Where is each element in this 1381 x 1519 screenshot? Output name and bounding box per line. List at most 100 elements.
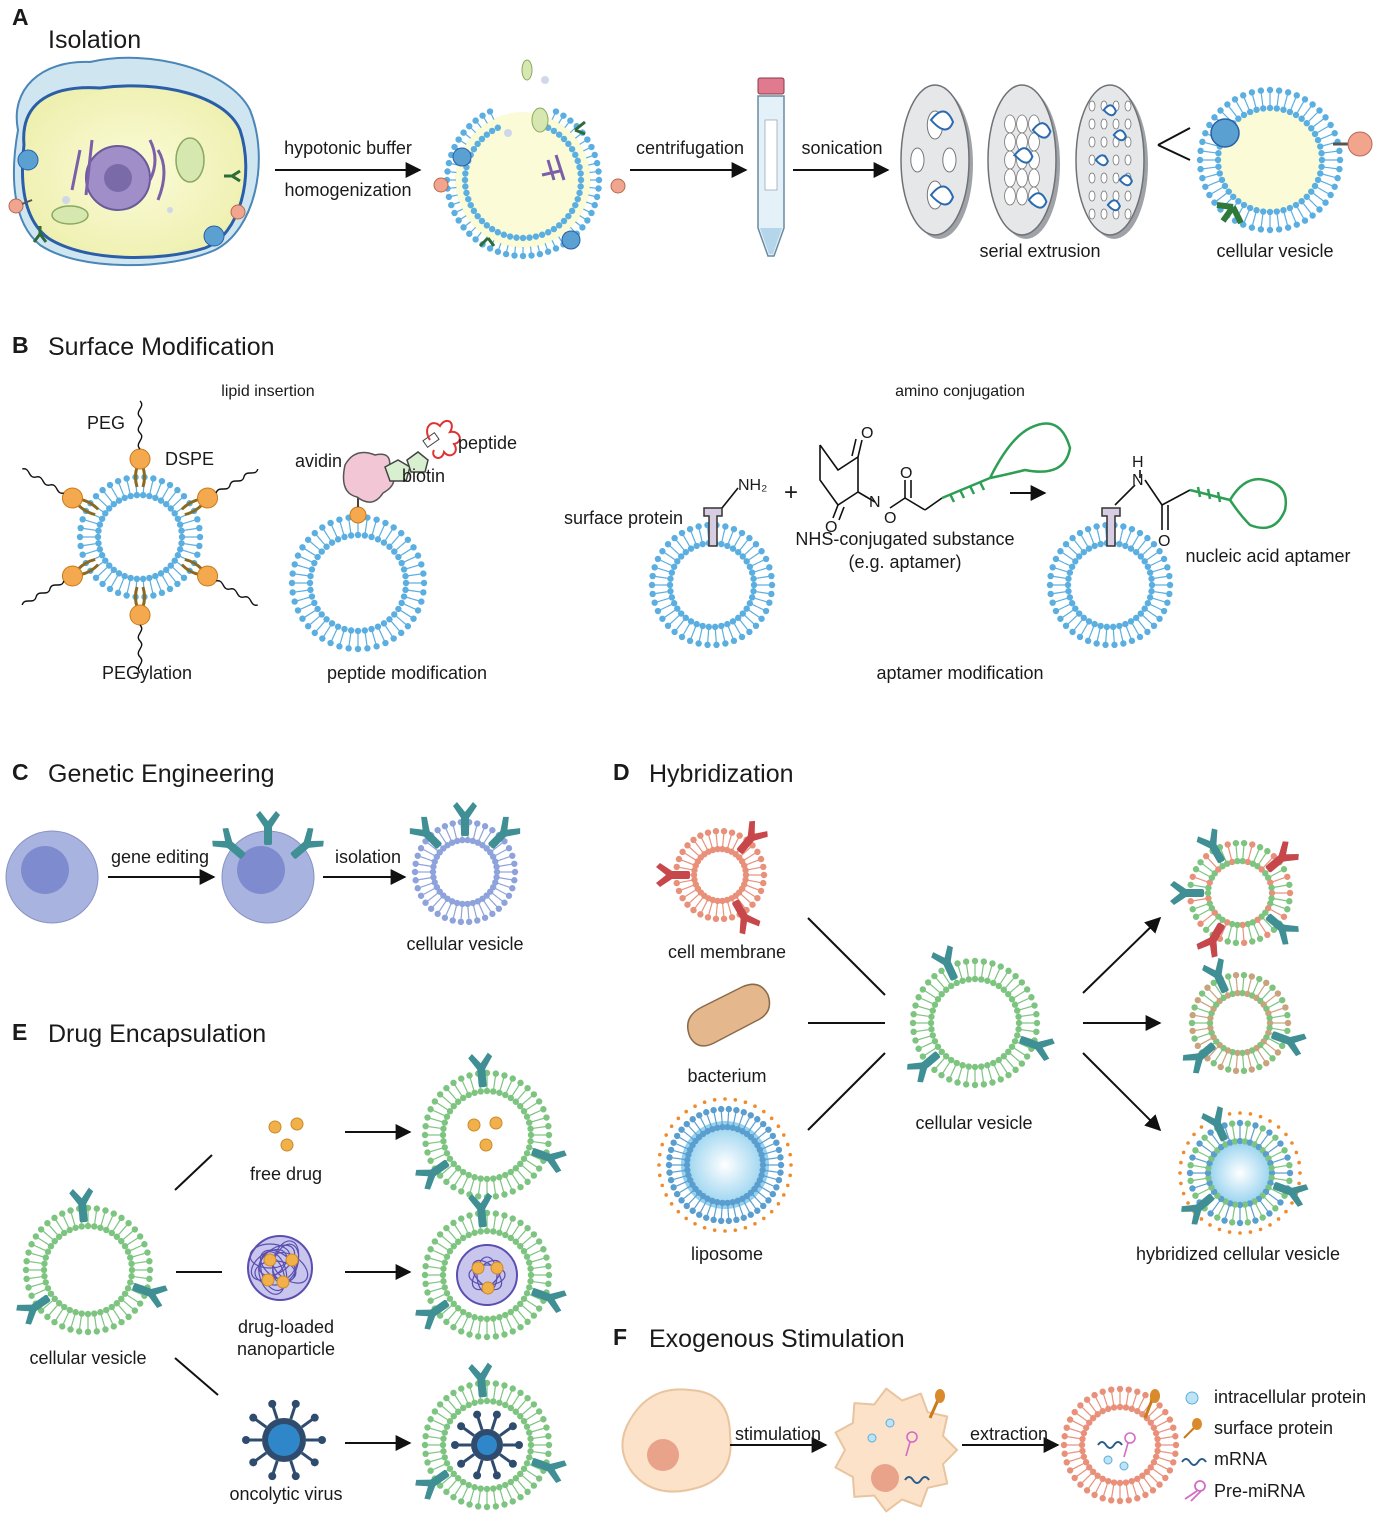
vesicle-virus [415, 1362, 567, 1511]
label-pegylation: PEGylation [102, 663, 192, 683]
lipid-bilayer [1186, 1119, 1294, 1227]
panel-f-letter: F [613, 1324, 627, 1350]
lipid-bilayer [421, 1069, 553, 1201]
panel-a-letter: A [12, 4, 29, 30]
panel-c-title: Genetic Engineering [48, 760, 275, 788]
label-peptide: peptide [458, 433, 517, 453]
antibody-receptor-icon [468, 1192, 493, 1228]
label-nucleic-acid-aptamer: nucleic acid aptamer [1185, 546, 1350, 566]
label-serial-extrusion: serial extrusion [979, 241, 1100, 261]
peptide-vesicle [288, 495, 428, 653]
label-surface-protein: surface protein [564, 508, 683, 528]
panel-d-title: Hybridization [649, 760, 794, 788]
atom-o-1: O [861, 425, 873, 442]
step-homogenization: homogenization [284, 180, 411, 200]
nhs-ester-structure [819, 438, 943, 521]
panel-c: C Genetic Engineering gene editing isola… [5, 759, 524, 954]
antibody-receptor-icon [1196, 828, 1225, 864]
cellular-vesicle-a [1196, 86, 1373, 234]
lipid-bilayer [421, 1209, 553, 1341]
antibody-receptor-icon [132, 1283, 168, 1308]
label-lipid-insertion: lipid insertion [221, 383, 314, 400]
panel-f: F Exogenous Stimulation stimulation extr… [613, 1324, 1366, 1513]
legend: intracellular protein surface protein mR… [1181, 1387, 1366, 1502]
step-gene-editing: gene editing [111, 847, 209, 867]
panel-a: A Isolation hypotonic buffer homogenizat… [8, 4, 1373, 267]
antibody-receptor-icon [453, 802, 477, 836]
antibody-receptor-icon [468, 1052, 493, 1088]
step-stimulation: stimulation [735, 1424, 821, 1444]
vesicle-nanoparticle [415, 1192, 567, 1341]
antibody-receptor-icon [1273, 1182, 1309, 1207]
antibody-receptor-icon [415, 1160, 450, 1190]
mrna-icon [1181, 1458, 1207, 1466]
antibody-receptor-icon [69, 1187, 94, 1223]
label-avidin: avidin [295, 451, 342, 471]
panel-d-letter: D [613, 759, 630, 785]
label-cellular-vesicle-a: cellular vesicle [1216, 241, 1333, 261]
panel-e: E Drug Encapsulation cellular vesicle fr… [12, 1019, 567, 1511]
panel-b-title: Surface Modification [48, 333, 275, 361]
label-peptide-modification: peptide modification [327, 663, 487, 683]
virus-icon [242, 1399, 326, 1481]
lipid-bilayer [648, 521, 776, 649]
step-hypotonic-buffer: hypotonic buffer [284, 138, 412, 158]
panel-c-letter: C [12, 759, 29, 785]
lipid-bilayer [22, 1204, 154, 1336]
step-isolation: isolation [335, 847, 401, 867]
antibody-receptor-icon [290, 827, 324, 859]
label-biotin: biotin [402, 466, 445, 486]
surface-protein-vesicle [648, 487, 776, 649]
pre-mirna-icon [1184, 1480, 1206, 1502]
animal-cell [8, 56, 260, 267]
atom-o-5: O [1158, 533, 1170, 550]
label-nh2: NH₂ [738, 477, 767, 494]
antibody-receptor-icon [16, 1295, 51, 1325]
legend-item-2: mRNA [1214, 1449, 1267, 1469]
antibody-receptor-icon [732, 899, 761, 935]
label-cellular-vesicle-e: cellular vesicle [29, 1348, 146, 1368]
cell-membrane-vesicle [656, 820, 768, 935]
panel-e-letter: E [12, 1019, 27, 1045]
extracted-vesicle [1060, 1385, 1180, 1505]
cellular-vesicle-d [907, 945, 1055, 1089]
lipid-bilayer [1188, 971, 1292, 1075]
step-centrifugation: centrifugation [636, 138, 744, 158]
lipid-bilayer [288, 513, 428, 653]
ruptured-cell [433, 59, 626, 260]
step-extraction: extraction [970, 1424, 1048, 1444]
resting-cell [621, 1388, 732, 1493]
antibody-receptor-icon [531, 1288, 567, 1313]
step-sonication: sonication [801, 138, 882, 158]
label-nhs-line1: NHS-conjugated substance [795, 529, 1014, 549]
lipid-bilayer [76, 473, 204, 601]
aptamer-vesicle [1046, 507, 1174, 649]
antibody-receptor-icon [931, 945, 958, 981]
pegylated-vesicle [21, 400, 259, 674]
vesicle-free-drug [415, 1052, 567, 1201]
plus-sign: + [784, 479, 798, 506]
lipid-bilayer [1186, 839, 1294, 947]
lipid-bilayer [1060, 1385, 1180, 1505]
hybrid-vesicle-membrane [1170, 828, 1299, 958]
extrusion-filter-icon [900, 84, 1148, 239]
label-nanoparticle-2: nanoparticle [237, 1339, 335, 1359]
legend-item-3: Pre-miRNA [1214, 1481, 1305, 1501]
legend-item-0: intracellular protein [1214, 1387, 1366, 1407]
label-hybridized-vesicle: hybridized cellular vesicle [1136, 1244, 1340, 1264]
aptamer-hairpin-2 [1189, 477, 1288, 530]
antibody-receptor-icon [1170, 881, 1204, 905]
nanoparticle [247, 1235, 313, 1301]
antibody-receptor-icon [1265, 841, 1299, 873]
orange-dot-drug-icon [268, 1117, 304, 1152]
antibody-receptor-icon [1271, 1031, 1307, 1057]
intracellular-protein-icon [1185, 1391, 1199, 1405]
antibody-receptor-icon [907, 1051, 940, 1083]
label-peg: PEG [87, 413, 125, 433]
atom-o-2: O [825, 519, 837, 536]
lipid-bilayer [909, 957, 1041, 1089]
antibody-receptor-icon [656, 863, 690, 887]
antibody-receptor-icon [1202, 957, 1229, 994]
antibody-receptor-icon [531, 1148, 567, 1173]
